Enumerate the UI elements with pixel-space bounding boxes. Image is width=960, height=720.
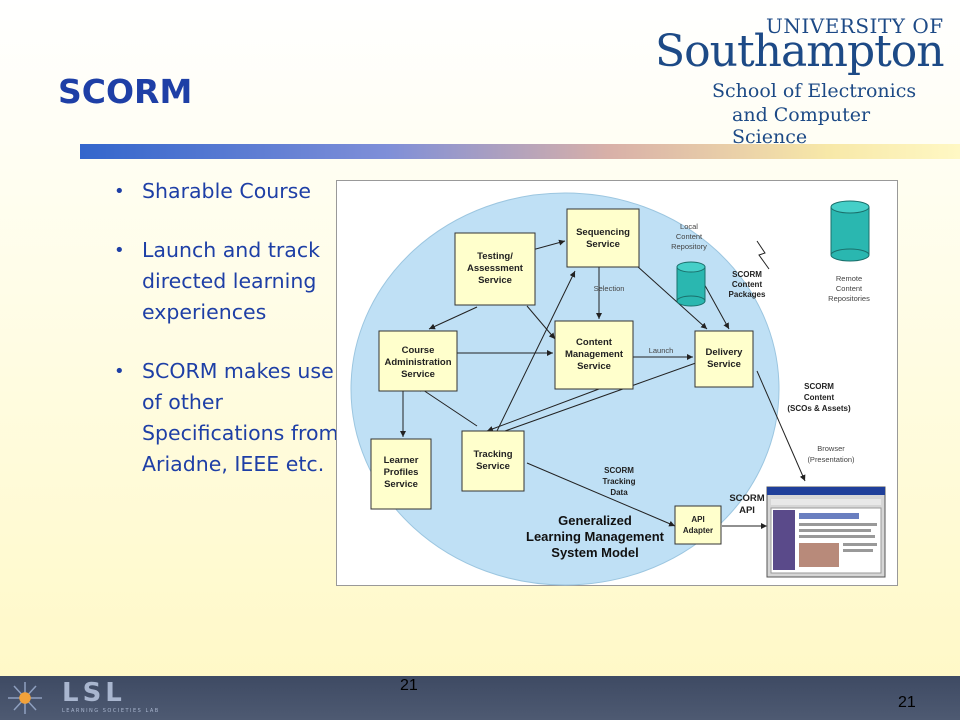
bullet-item-2: Launch and track directed learning exper… <box>110 235 340 328</box>
lsl-logo-text: LSL <box>62 678 126 708</box>
tracking-data-label-1: SCORM <box>604 466 634 475</box>
api-adapter-box: API Adapter <box>674 505 722 545</box>
svg-text:Assessment: Assessment <box>467 263 524 274</box>
lsl-logo-icon <box>8 682 42 714</box>
bullet-list: Sharable Course Launch and track directe… <box>110 176 340 508</box>
svg-text:Service: Service <box>586 239 620 250</box>
svg-text:Management: Management <box>565 349 624 360</box>
svg-text:Course: Course <box>402 345 435 356</box>
local-repo-label-1: Local <box>680 222 698 231</box>
learner-profiles-service-box: Learner Profiles Service <box>370 438 432 510</box>
logo-line-2: Southampton <box>655 26 945 77</box>
university-logo: UNIVERSITY OF Southampton School of Elec… <box>650 8 950 148</box>
page-number-center: 21 <box>400 677 418 694</box>
svg-text:Service: Service <box>707 359 741 370</box>
tracking-service-box: Tracking Service <box>461 430 525 492</box>
lms-diagram-svg: Testing/ Assessment Service Sequencing S… <box>350 192 886 586</box>
logo-line-4: and Computer Science <box>732 104 871 148</box>
svg-text:Service: Service <box>476 461 510 472</box>
model-title-1: Generalized <box>558 513 632 528</box>
svg-text:Testing/: Testing/ <box>477 251 513 262</box>
svg-text:Sequencing: Sequencing <box>576 227 630 238</box>
local-repo-label-2: Content <box>676 232 703 241</box>
svg-text:Service: Service <box>478 275 512 286</box>
svg-text:Service: Service <box>401 369 435 380</box>
network-link-icon <box>756 240 770 270</box>
svg-text:Content: Content <box>576 337 613 348</box>
tracking-data-label-3: Data <box>610 488 628 497</box>
launch-label: Launch <box>649 346 674 355</box>
svg-text:Learner: Learner <box>384 455 419 466</box>
testing-service-box: Testing/ Assessment Service <box>454 232 536 306</box>
delivery-service-box: Delivery Service <box>694 330 754 388</box>
svg-text:API: API <box>691 515 704 524</box>
browser-label-2: (Presentation) <box>807 455 855 464</box>
content-management-service-box: Content Management Service <box>554 320 634 390</box>
scorm-packages-label-3: Packages <box>729 290 766 299</box>
logo-line-3: School of Electronics <box>712 80 917 102</box>
svg-text:Profiles: Profiles <box>384 467 419 478</box>
remote-repo-label-3: Repositories <box>828 294 870 303</box>
lsl-logo-subtext: LEARNING SOCIETIES LAB <box>62 708 160 714</box>
diagram-arrows <box>400 239 806 529</box>
model-title-2: Learning Management <box>526 529 665 544</box>
page-number-right: 21 <box>898 694 916 711</box>
slide-title: SCORM <box>58 72 193 111</box>
svg-text:Tracking: Tracking <box>473 449 512 460</box>
scorm-packages-label-1: SCORM <box>732 270 762 279</box>
tracking-data-label-2: Tracking <box>603 477 636 486</box>
model-title-3: System Model <box>551 545 638 560</box>
svg-text:Adapter: Adapter <box>683 526 713 535</box>
local-repo-label-3: Repository <box>671 242 707 251</box>
title-divider <box>80 144 960 159</box>
course-admin-service-box: Course Administration Service <box>378 330 458 392</box>
scorm-content-label-1: SCORM <box>804 382 834 391</box>
svg-text:Service: Service <box>577 361 611 372</box>
footer-bar: LSL LEARNING SOCIETIES LAB <box>0 676 960 720</box>
selection-label: Selection <box>594 284 625 293</box>
browser-window-thumbnail <box>766 486 886 578</box>
svg-text:Service: Service <box>384 479 418 490</box>
remote-repository-cylinder <box>830 200 870 262</box>
remote-repo-label-2: Content <box>836 284 863 293</box>
scorm-api-label-1: SCORM <box>729 493 764 504</box>
sequencing-service-box: Sequencing Service <box>566 208 640 268</box>
scorm-packages-label-2: Content <box>732 280 763 289</box>
svg-text:Administration: Administration <box>384 357 451 368</box>
lms-diagram: Testing/ Assessment Service Sequencing S… <box>336 180 898 586</box>
remote-repo-label-1: Remote <box>836 274 862 283</box>
bullet-item-3: SCORM makes use of other Specifications … <box>110 356 340 480</box>
scorm-api-label-2: API <box>739 505 755 516</box>
svg-text:Delivery: Delivery <box>706 347 744 358</box>
scorm-content-label-2: Content <box>804 393 835 402</box>
bullet-item-1: Sharable Course <box>110 176 410 207</box>
local-repository-cylinder <box>676 261 706 307</box>
scorm-content-label-3: (SCOs & Assets) <box>787 404 851 413</box>
browser-label-1: Browser <box>817 444 845 453</box>
logo-line-1: UNIVERSITY OF <box>766 14 944 38</box>
